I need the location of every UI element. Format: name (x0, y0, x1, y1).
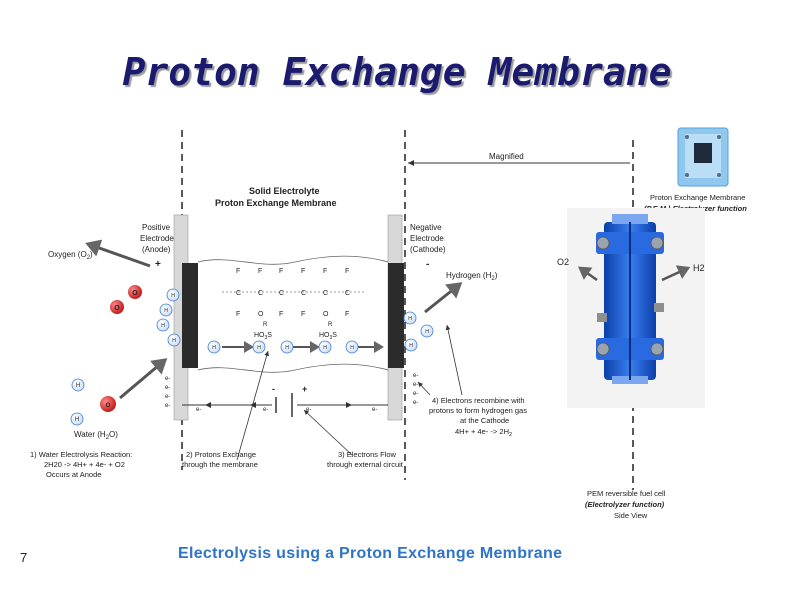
step2-text: 2) Protons Exchange through the membrane (182, 450, 258, 469)
step4-text: 4) Electrons recombine with protons to f… (429, 396, 529, 438)
cathode-electrode (388, 263, 404, 368)
svg-text:F: F (301, 268, 305, 275)
svg-text:e-: e- (372, 407, 377, 413)
membrane-title-1: Solid Electrolyte (249, 186, 320, 196)
svg-text:C: C (345, 290, 350, 297)
svg-text:e-: e- (165, 376, 170, 382)
ho3s-group-1: HO3S (254, 332, 272, 341)
step1-text: 1) Water Electrolysis Reaction: 2H20 -> … (30, 450, 134, 479)
svg-text:e-: e- (413, 382, 418, 388)
svg-text:R: R (263, 322, 268, 328)
svg-text:C: C (279, 290, 284, 297)
svg-text:H: H (408, 316, 412, 322)
minus-sign: - (426, 259, 429, 270)
circuit-minus: - (272, 384, 275, 394)
o2-side-label: O2 (557, 257, 569, 267)
svg-text:e-: e- (165, 394, 170, 400)
svg-text:C: C (301, 290, 306, 297)
svg-text:e-: e- (165, 385, 170, 391)
positive-electrode-label: Positive Electrode (Anode) (140, 223, 176, 254)
water-molecule: H O H (71, 379, 116, 425)
anode-electrode (182, 263, 198, 368)
membrane-top-edge (198, 256, 388, 264)
svg-text:H: H (257, 345, 261, 351)
svg-text:e-: e- (413, 400, 418, 406)
svg-text:H: H (350, 345, 354, 351)
svg-text:e-: e- (413, 373, 418, 379)
hydrogen-arrow (425, 284, 460, 312)
svg-text:F: F (258, 268, 262, 275)
ho3s-group-2: HO3S (319, 332, 337, 341)
oxygen-arrow (88, 244, 150, 266)
polymer-chain: F F F F F F C C C C C C F O F F O F R R (222, 268, 365, 328)
svg-text:H: H (409, 343, 413, 349)
step4-pointer-b (418, 382, 430, 395)
circuit-plus: + (302, 384, 307, 394)
svg-text:H: H (171, 293, 175, 299)
svg-text:F: F (345, 268, 349, 275)
circuit-electrons: e- e- e- e- (196, 407, 377, 413)
svg-text:H: H (164, 308, 168, 314)
oxygen-molecule: O O (110, 285, 142, 314)
electrons-anode: e- e- e- e- (165, 376, 170, 409)
svg-text:F: F (345, 311, 349, 318)
svg-text:O: O (323, 311, 329, 318)
step3-text: 3) Electrons Flow through external circu… (327, 450, 404, 469)
water-arrow (120, 360, 165, 398)
negative-electrode-label: Negative Electrode (Cathode) (410, 223, 446, 254)
svg-text:F: F (279, 268, 283, 275)
svg-text:H: H (172, 338, 176, 344)
hydrogen-label: Hydrogen (H2) (446, 271, 498, 282)
svg-text:F: F (323, 268, 327, 275)
plus-sign: + (155, 259, 161, 270)
svg-text:F: F (301, 311, 305, 318)
pem-photo (678, 128, 728, 186)
svg-text:e-: e- (196, 407, 201, 413)
svg-text:O: O (106, 403, 111, 409)
svg-text:H: H (323, 345, 327, 351)
membrane-bottom-edge (198, 364, 388, 372)
svg-text:H: H (75, 417, 79, 423)
water-label: Water (H2O) (74, 430, 118, 441)
svg-text:H: H (161, 323, 165, 329)
svg-text:F: F (279, 311, 283, 318)
slide-number: 7 (20, 550, 27, 565)
step4-pointer-a (447, 325, 462, 395)
membrane-title-2: Proton Exchange Membrane (215, 198, 337, 208)
h2-side-label: H2 (693, 263, 705, 273)
svg-text:O: O (114, 305, 120, 312)
svg-text:H: H (212, 345, 216, 351)
svg-text:O: O (258, 311, 264, 318)
diagram-caption: Electrolysis using a Proton Exchange Mem… (178, 545, 562, 563)
svg-text:H: H (285, 345, 289, 351)
svg-text:F: F (236, 268, 240, 275)
electrons-cathode: e- e- e- e- (413, 373, 418, 406)
svg-text:e-: e- (413, 391, 418, 397)
external-circuit (182, 393, 388, 417)
svg-text:e-: e- (263, 407, 268, 413)
svg-text:C: C (258, 290, 263, 297)
svg-text:H: H (425, 329, 429, 335)
svg-text:C: C (323, 290, 328, 297)
pem-photo-label-1: Proton Exchange Membrane (650, 193, 745, 202)
svg-text:C: C (236, 290, 241, 297)
svg-text:F: F (236, 311, 240, 318)
svg-text:e-: e- (165, 403, 170, 409)
fuel-cell-label: PEM reversible fuel cell (Electrolyzer f… (585, 489, 667, 520)
oxygen-label: Oxygen (O2) (48, 250, 93, 261)
fuel-cell-image (567, 208, 705, 408)
step3-pointer (304, 410, 352, 455)
svg-text:O: O (132, 290, 138, 297)
svg-text:H: H (76, 383, 80, 389)
step2-pointer (237, 351, 268, 460)
magnified-label: Magnified (489, 152, 524, 161)
svg-text:R: R (328, 322, 333, 328)
